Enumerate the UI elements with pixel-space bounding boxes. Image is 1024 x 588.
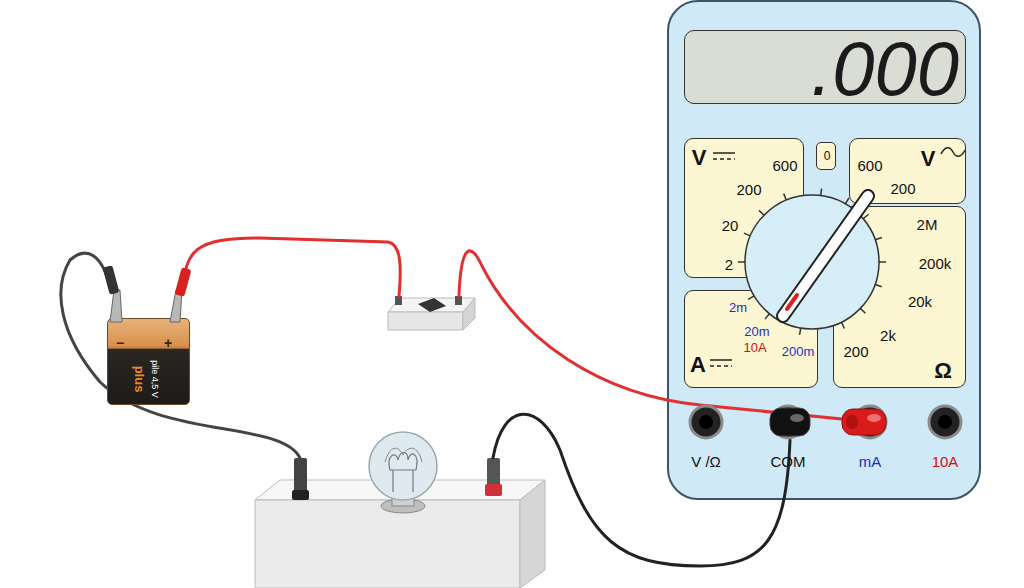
range-dial [738,189,886,335]
printed-label: 200k [919,256,952,271]
printed-label: 200 [736,182,761,197]
printed-label: pile 4,5 V [150,360,159,398]
battery-clips [103,265,192,322]
multimeter-housing [668,1,980,499]
dial-tick [875,284,882,286]
printed-label: 600 [857,158,882,173]
printed-label: 600 [772,158,797,173]
printed-label: 20m [744,325,769,338]
printed-label: 20 [722,218,739,233]
input-jacks [690,406,961,438]
dial-tick [738,261,745,263]
dial-tick [875,237,882,239]
printed-label: plus [133,366,146,393]
printed-label: V [692,147,707,169]
printed-label: − [116,336,124,350]
printed-label: 200 [890,181,915,196]
printed-label: 0 [824,150,831,162]
off-position-box: 0 [816,142,836,170]
printed-label: V [921,148,936,170]
dial-tick [765,314,769,319]
dial-tick [879,261,886,263]
printed-label: 2 [725,257,733,272]
dial-tick [759,210,764,215]
printed-label: Ω [934,360,952,382]
display-reading: .000 [811,31,959,107]
dial-tick [863,214,868,219]
dial-tick [748,296,754,300]
dial-tick [800,328,801,335]
bulb-terminals [292,458,502,500]
switch [388,296,475,330]
printed-label: 200 [843,344,868,359]
printed-label: 200m [782,345,815,358]
printed-label: + [164,336,172,350]
jack-label: mA [859,454,882,469]
printed-label: 2M [917,217,938,232]
dial-tick [744,233,750,236]
jack-label: COM [771,454,806,469]
current-symbols [710,148,965,366]
test-plugs [770,408,886,436]
lcd-display: .000 [684,30,966,104]
printed-label: A [690,354,706,376]
printed-label: 2m [729,301,747,314]
dial-tick [860,308,865,313]
battery: − + pile 4,5 V plus [107,318,190,405]
printed-label: 20k [908,294,932,309]
dial-tick [845,198,848,204]
jack-label: 10A [932,454,959,469]
printed-label: 2k [880,328,896,343]
dial-tick [841,322,844,328]
dial-tick [820,189,822,196]
printed-label: 10A [743,341,766,354]
jack-label: V /Ω [691,454,721,469]
light-bulb [369,432,437,500]
dial-tick [784,194,787,200]
wires [61,238,852,566]
